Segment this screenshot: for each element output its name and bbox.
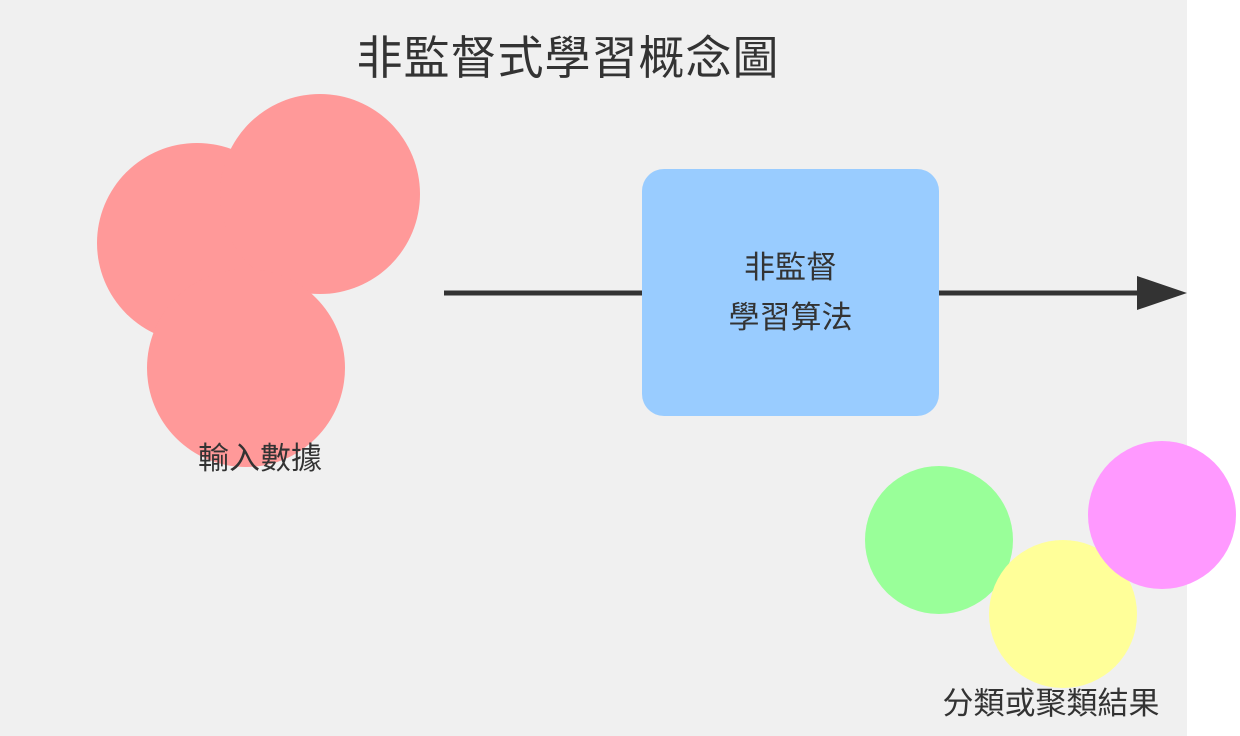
input-data-blob (97, 94, 420, 467)
cluster-circle-yellow (989, 540, 1137, 688)
input-data-label: 輸入數據 (198, 441, 322, 477)
output-clusters (865, 441, 1236, 688)
algorithm-box: 非監督 學習算法 (642, 169, 939, 416)
input-circle-top-right (220, 94, 420, 294)
algorithm-label-line1: 非監督 (744, 249, 837, 286)
output-result-label: 分類或聚類結果 (942, 686, 1160, 722)
cluster-circle-pink (1088, 441, 1236, 589)
cluster-circle-green (865, 466, 1013, 614)
algorithm-label-line2: 學習算法 (728, 299, 853, 336)
input-circle-bottom (147, 269, 345, 467)
diagram-title: 非監督式學習概念圖 (356, 31, 780, 85)
arrow-head (1137, 276, 1187, 310)
